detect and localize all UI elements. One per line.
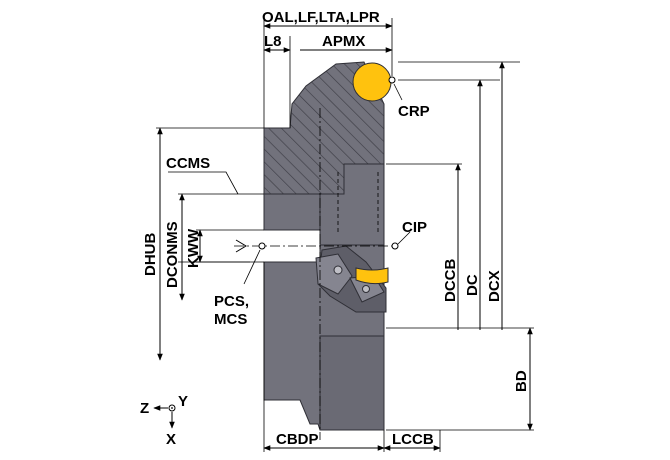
label-bd: BD <box>513 370 530 392</box>
insert-edge <box>355 267 389 285</box>
label-axis-x: X <box>166 431 176 448</box>
round-insert <box>352 62 392 102</box>
leader-pcs <box>243 249 261 285</box>
label-dconms: DCONMS <box>164 221 181 288</box>
cip-point <box>391 242 399 250</box>
label-dccb: DCCB <box>442 259 459 302</box>
label-cbdp: CBDP <box>276 431 319 448</box>
seat-screw-icon <box>362 285 370 293</box>
label-dc: DC <box>464 274 481 296</box>
hub-step <box>263 193 321 231</box>
pcs-point <box>258 242 266 250</box>
label-ccms: CCMS <box>166 155 210 172</box>
label-cip: CIP <box>402 219 427 236</box>
label-dhub: DHUB <box>142 233 159 276</box>
clamp-screw-plate <box>315 253 353 295</box>
label-pcs: PCS, <box>214 293 249 310</box>
crp-point <box>388 76 396 84</box>
label-l8: L8 <box>264 33 282 50</box>
label-crp: CRP <box>398 103 430 120</box>
leader-crp <box>393 83 403 101</box>
label-axis-y: Y <box>178 393 188 410</box>
label-apmx: APMX <box>322 33 365 50</box>
label-axis-z: Z <box>140 400 149 417</box>
leader-ccms <box>168 171 239 195</box>
label-oal: OAL,LF,LTA,LPR <box>262 9 380 26</box>
label-mcs: MCS <box>214 311 247 328</box>
label-lccb: LCCB <box>392 431 434 448</box>
screw-icon <box>333 265 343 275</box>
label-kww: KWW <box>185 228 202 268</box>
label-dcx: DCX <box>486 270 503 302</box>
coordinate-system-icon <box>153 404 176 429</box>
shank-bore <box>319 335 385 431</box>
arrow-pcs <box>235 239 247 253</box>
leader-cip <box>397 231 411 245</box>
